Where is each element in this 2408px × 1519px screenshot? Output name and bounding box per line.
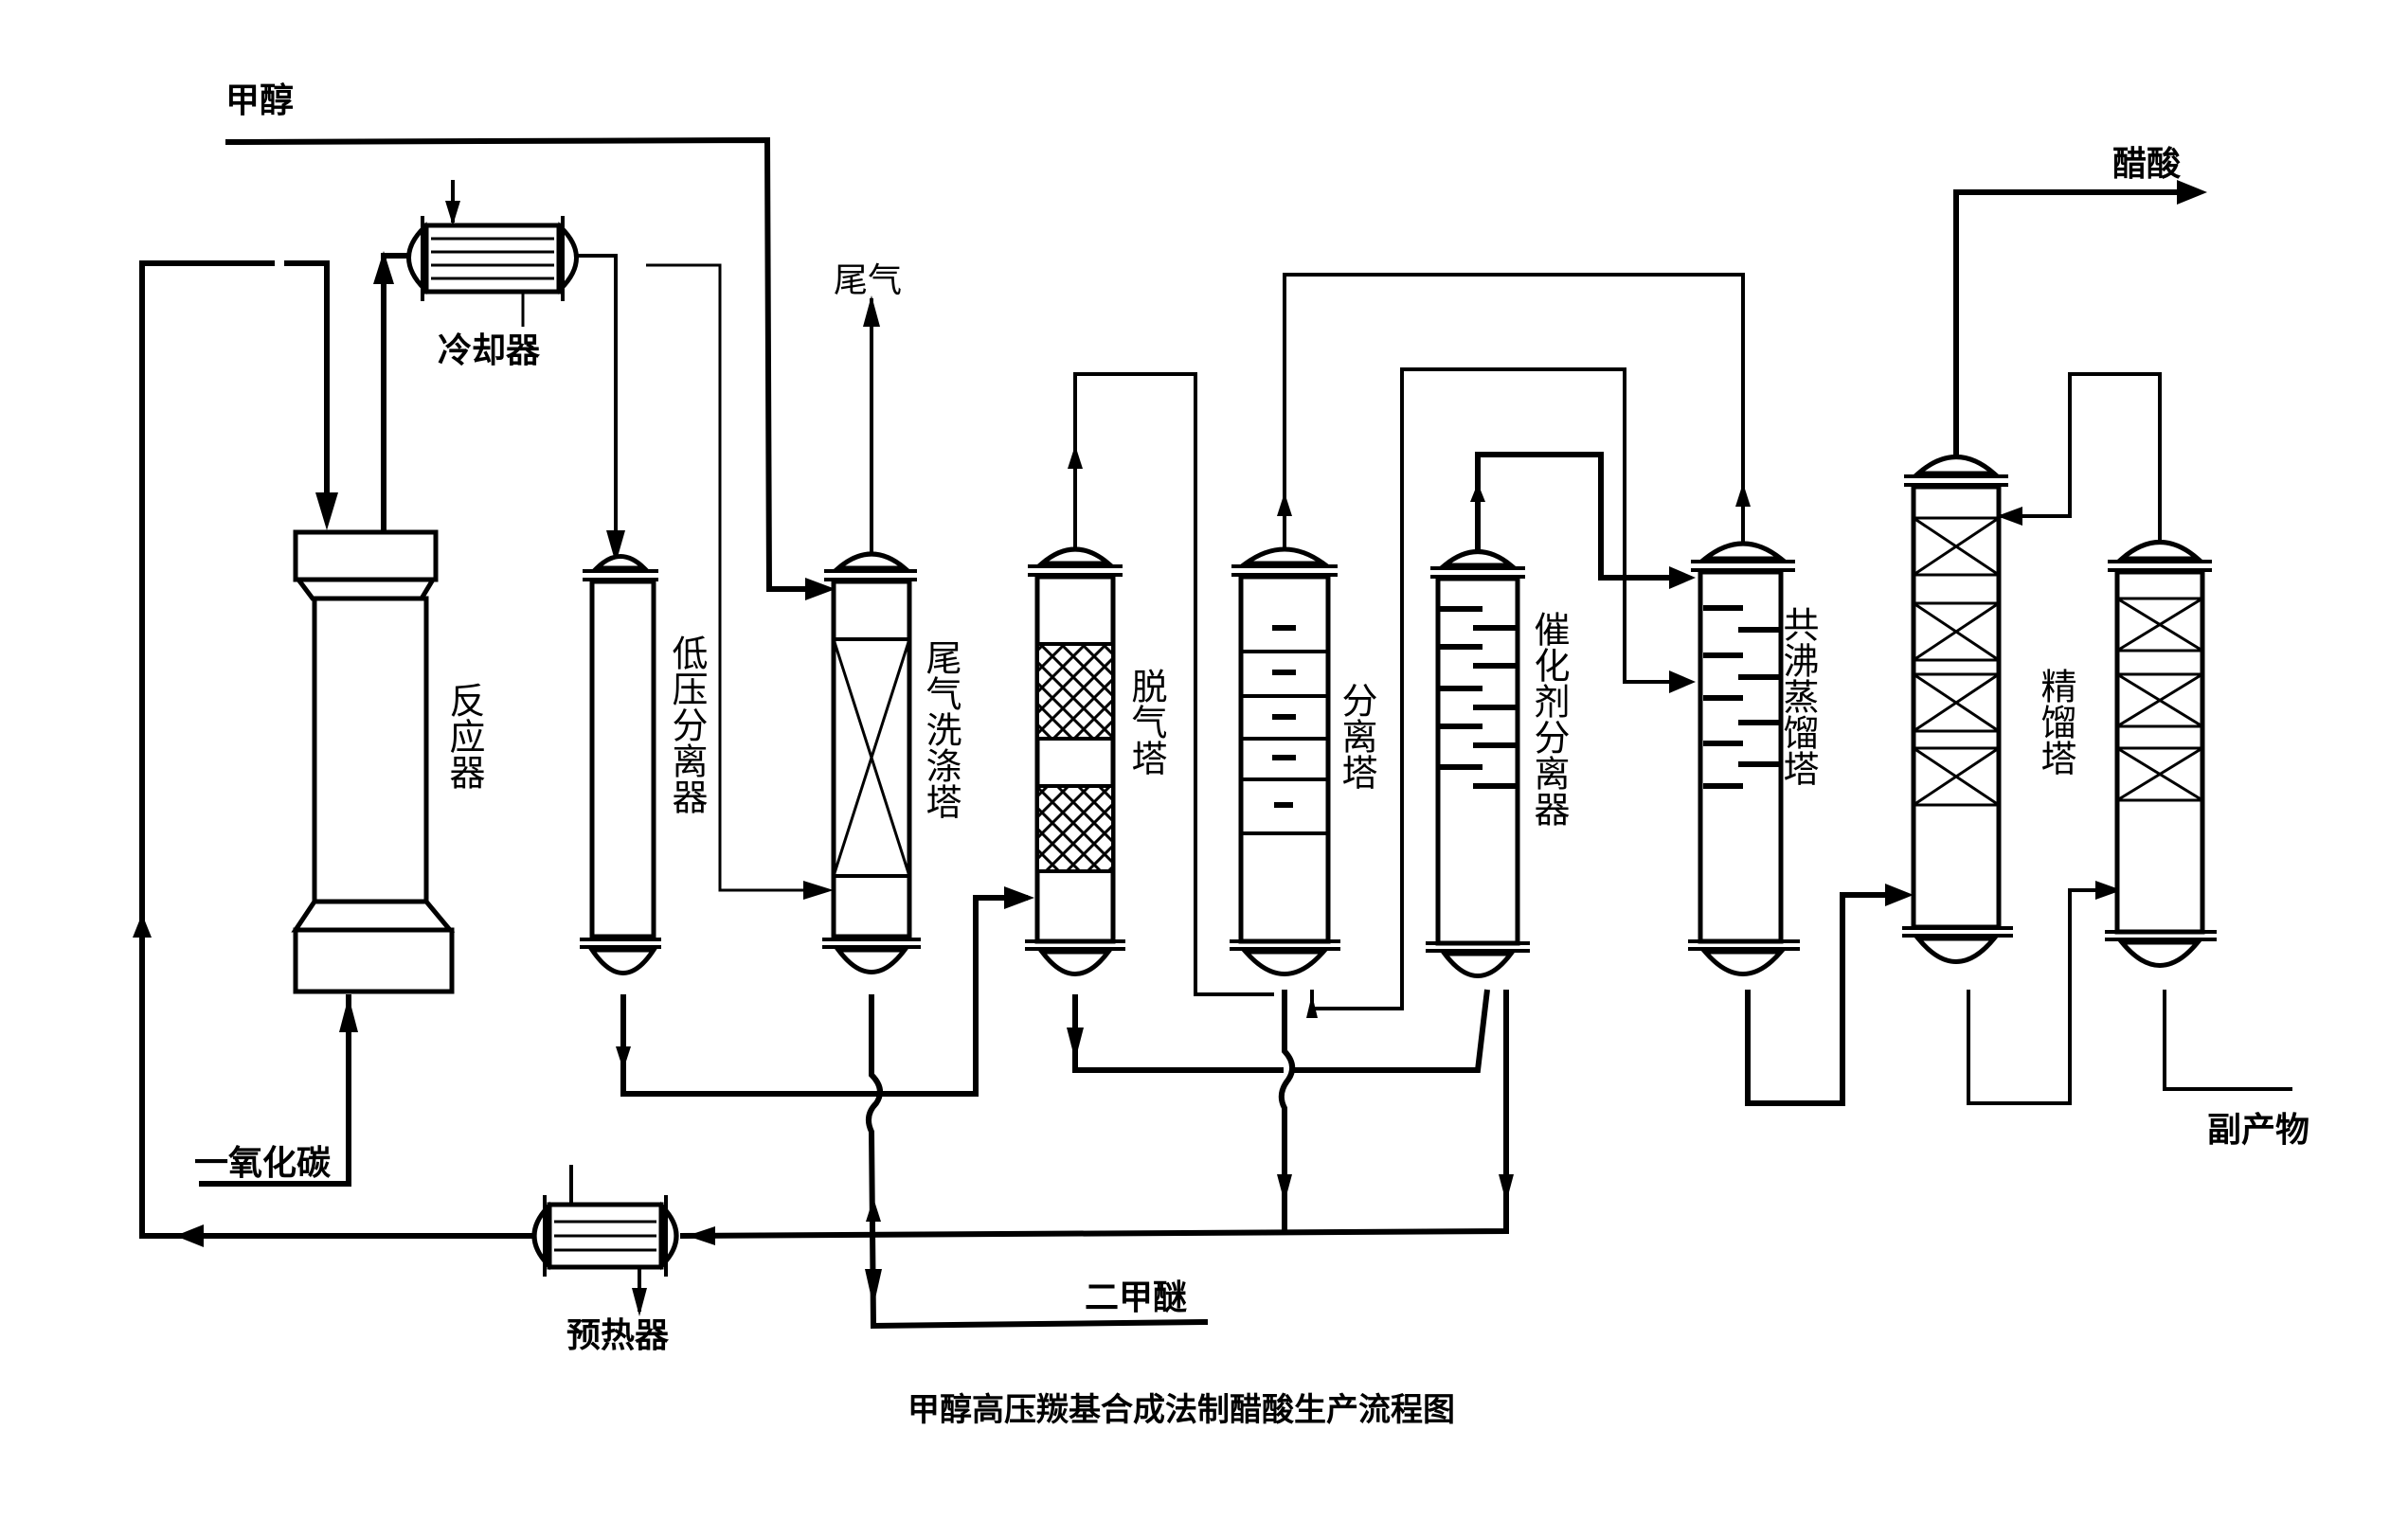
arrow-icon — [1277, 1174, 1292, 1203]
arrow-icon — [175, 1224, 204, 1247]
low-pressure-separator-vessel[interactable] — [580, 554, 661, 975]
label-low-pressure-separator: 低压分离器 — [666, 634, 708, 814]
arrow-icon — [1735, 483, 1751, 507]
packing-beds — [2115, 597, 2204, 802]
pipe-byproduct-out — [2163, 990, 2292, 1091]
pipe-separation-tower-bottom — [1277, 367, 1677, 1231]
pipe-catalyst-overhead — [1470, 452, 1672, 581]
pipe-catalyst-bottom — [1499, 990, 1514, 1231]
label-acetic-acid-out: 醋酸 — [2112, 145, 2181, 184]
preheater-heat-exchanger[interactable] — [531, 1195, 679, 1277]
arrow-icon — [1004, 886, 1034, 909]
label-dimethyl-ether-out: 二甲醚 — [1085, 1278, 1187, 1317]
pipe-lp-separator-to-degasser — [616, 886, 1034, 1097]
separation-tower-vessel[interactable] — [1230, 546, 1340, 976]
pipe-tail-gas-out — [863, 295, 880, 554]
arrow-icon — [1306, 994, 1318, 1018]
arrow-icon — [1499, 1174, 1514, 1203]
label-degassing-tower: 脱气塔 — [1125, 668, 1167, 776]
rectification-tower-2-vessel[interactable] — [2105, 540, 2217, 968]
catalyst-separator-vessel[interactable] — [1426, 549, 1530, 978]
arrow-icon — [133, 914, 152, 938]
arrow-icon — [315, 492, 338, 530]
rectification-tower-1-vessel[interactable] — [1902, 455, 2013, 964]
pipe-methanol-feed — [225, 136, 836, 600]
pipe-cooler-coolant — [445, 180, 525, 327]
arrow-icon — [2177, 180, 2207, 205]
arrow-icon — [1885, 884, 1914, 906]
arrow-icon — [866, 1198, 881, 1222]
arrow-icon — [606, 530, 625, 563]
pipe-recycle-to-reactor — [133, 260, 338, 1231]
arrow-icon — [863, 295, 880, 327]
label-catalyst-separator: 催化剂分离器 — [1528, 611, 1570, 827]
arrow-icon — [803, 881, 834, 900]
reactor-vessel[interactable] — [291, 529, 456, 994]
label-tail-gas-out: 尾气 — [834, 261, 902, 300]
degassing-tower-vessel[interactable] — [1025, 546, 1125, 976]
pipe-scrubber-bottom — [865, 994, 1209, 1330]
label-cooler: 冷却器 — [438, 331, 541, 370]
label-preheater: 预热器 — [566, 1316, 670, 1355]
pipe-rectification-bottoms — [1967, 881, 2122, 1105]
arrow-icon — [1470, 483, 1485, 502]
pipe-degasser-bottom — [1067, 989, 1490, 1073]
label-reactor: 反应器 — [443, 682, 485, 790]
arrow-icon — [1277, 492, 1292, 516]
label-tail-gas-scrubber: 尾气洗涤塔 — [920, 639, 961, 819]
label-separation-tower: 分离塔 — [1336, 682, 1377, 790]
arrow-icon — [445, 201, 460, 225]
arrow-icon — [1669, 566, 1696, 589]
arrow-icon — [1997, 507, 2022, 526]
pipe-cooler-to-lp-separator — [578, 254, 834, 900]
arrow-icon — [1067, 1028, 1084, 1061]
label-rectification-tower: 精馏塔 — [2035, 668, 2076, 776]
pipe-co-feed — [199, 994, 358, 1187]
label-byproduct-out: 副产物 — [2207, 1111, 2309, 1150]
label-carbon-monoxide-feed: 一氧化碳 — [194, 1144, 332, 1183]
label-azeotropic-distillation-tower: 共沸蒸馏塔 — [1777, 606, 1819, 786]
pipe-rectification-reflux — [1997, 372, 2162, 549]
arrow-icon — [373, 251, 394, 284]
packing-beds — [1912, 516, 2001, 807]
diagram-caption: 甲醇高压羰基合成法制醋酸生产流程图 — [907, 1391, 1455, 1429]
pipe-degasser-overhead — [1068, 372, 1274, 996]
arrow-icon — [1068, 445, 1083, 469]
pipe-separation-overhead — [1277, 273, 1751, 554]
arrow-icon — [632, 1288, 647, 1316]
arrow-icon — [339, 996, 358, 1032]
arrow-icon — [865, 1269, 882, 1307]
pipe-reactor-to-cooler — [373, 251, 409, 530]
arrow-icon — [1669, 670, 1696, 693]
label-methanol-feed: 甲醇 — [225, 81, 294, 120]
cooler-heat-exchanger[interactable] — [406, 216, 579, 301]
arrow-icon — [2095, 881, 2122, 900]
pipe-preheater-heating — [569, 1165, 647, 1316]
arrow-icon — [616, 1046, 631, 1070]
pipe-azeotropic-to-rectification — [1745, 884, 1914, 1106]
pipe-acetic-acid-out — [1953, 180, 2207, 455]
tail-gas-scrubber-vessel[interactable] — [822, 551, 921, 974]
azeotropic-distillation-tower-vessel[interactable] — [1688, 541, 1800, 976]
arrow-icon — [687, 1226, 715, 1245]
arrow-icon — [805, 578, 836, 600]
